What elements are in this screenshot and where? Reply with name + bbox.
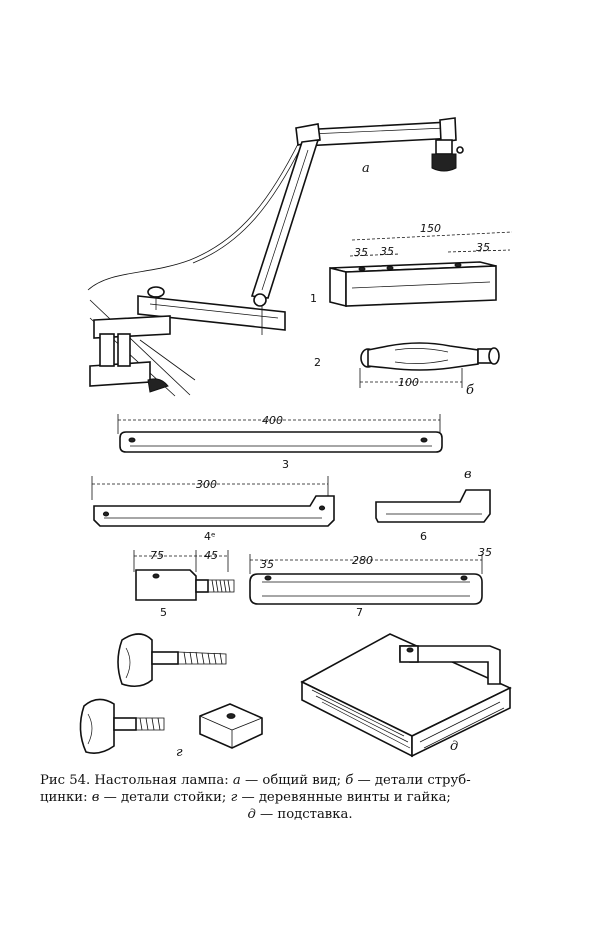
label-g: г (176, 745, 183, 760)
part-7-bar: 35 280 35 7 (249, 546, 492, 619)
caption-b-text-2: цинки: (40, 790, 88, 805)
caption-a-text: — общий вид; (245, 773, 342, 788)
part-4-bar: 300 4ᵉ (91, 476, 335, 543)
caption-v-text: — детали стойки; (103, 790, 227, 805)
dim-35-a: 35 (354, 246, 368, 259)
lamp-stand-base: д (300, 633, 512, 758)
label-1: 1 (310, 292, 317, 305)
dim-300: 300 (196, 478, 217, 491)
label-v: в (464, 467, 472, 482)
dim-35-b: 35 (380, 245, 394, 258)
label-d: д (450, 739, 458, 754)
dim-400: 400 (262, 414, 283, 427)
dim-75: 75 (150, 549, 164, 562)
label-b: б (466, 383, 474, 398)
caption-v-letter: в (91, 790, 100, 805)
caption-d-text: — подставка. (260, 807, 353, 822)
dim-100: 100 (398, 376, 419, 389)
dim-45: 45 (204, 549, 218, 562)
label-2: 2 (314, 356, 321, 369)
dim-280: 280 (352, 554, 373, 567)
dim-35-right: 35 (478, 546, 492, 559)
label-6: 6 (420, 530, 427, 543)
caption-b-text-1: — детали струб- (357, 773, 471, 788)
dim-35-left: 35 (260, 558, 274, 571)
part-2-handle: 2 100 б (314, 342, 500, 398)
part-6-bar: 6 (375, 489, 491, 543)
dim-150: 150 (420, 222, 441, 235)
part-3-bar: 400 3 (117, 414, 443, 471)
label-3: 3 (282, 458, 289, 471)
caption-d-letter: д (247, 807, 256, 822)
caption-b-letter: б (345, 773, 354, 788)
part-1-clamp-bar: 150 35 35 35 1 (310, 222, 513, 308)
wooden-screws-and-nut: г (79, 633, 263, 760)
figure-illustration: а 150 35 35 35 1 2 100 б (79, 117, 513, 760)
caption-prefix: Рис 54. (40, 773, 91, 788)
label-4: 4ᵉ (204, 530, 216, 543)
dim-35-c: 35 (476, 241, 490, 254)
part-5-block: 75 45 5 (133, 549, 235, 619)
caption-a-letter: а (232, 773, 241, 788)
caption-title: Настольная лампа: (94, 773, 229, 788)
caption-g-letter: г (230, 790, 238, 805)
label-a: а (362, 161, 370, 176)
figure-caption: Рис 54. Настольная лампа: а — общий вид;… (40, 772, 560, 823)
label-7: 7 (356, 606, 363, 619)
label-5: 5 (160, 606, 167, 619)
lamp-general-view: а (87, 117, 464, 397)
caption-g-text: — деревянные винты и гайка; (241, 790, 451, 805)
